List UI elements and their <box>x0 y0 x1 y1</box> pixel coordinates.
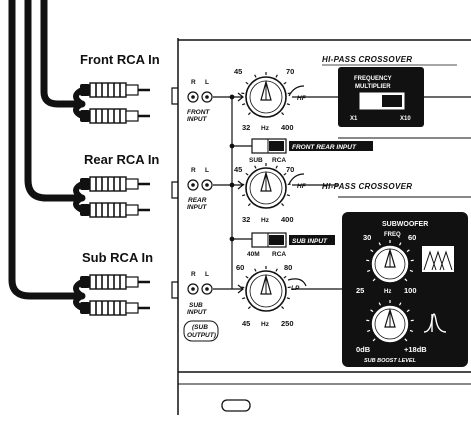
sub-plug-r <box>80 274 150 290</box>
front-scale-high: 400 <box>281 123 294 132</box>
front-plug-l <box>80 108 150 124</box>
front-scale-unit: Hz <box>261 125 270 132</box>
front-input-label-2: INPUT <box>187 116 208 123</box>
sub-jack-l-label: L <box>205 271 209 278</box>
rear-crossover: HI-PASS CROSSOVER 45 70 32 Hz 400 HF <box>234 163 412 224</box>
rear-scale-low: 32 <box>242 215 250 224</box>
front-jack-r-label: R <box>191 79 196 86</box>
sub-freq-knob[interactable] <box>366 240 414 284</box>
sub-jack-r-label: R <box>191 271 196 278</box>
sub-switch-left: 40M <box>247 251 260 258</box>
sub-response-icon <box>422 246 454 272</box>
front-knob-max-label: 70 <box>286 67 294 76</box>
front-slope-icon <box>288 85 305 97</box>
rear-plug-r <box>80 176 150 192</box>
front-knob-min-label: 45 <box>234 67 242 76</box>
signal-flow-lines <box>213 92 338 294</box>
sub-input-label-2: INPUT <box>187 309 208 316</box>
front-slope-label: HF <box>297 95 307 102</box>
panel-slot <box>221 399 251 412</box>
rear-input-label: REAR <box>188 197 207 204</box>
sub-freq-max: 60 <box>408 233 416 242</box>
lp-slope-label: LP <box>291 285 300 292</box>
rear-scale-unit: Hz <box>261 217 270 224</box>
rear-slope-label: HF <box>297 183 307 190</box>
boost-caption: SUB BOOST LEVEL <box>364 358 417 364</box>
front-rca-in-label: Front RCA In <box>80 52 160 67</box>
front-scale-low: 32 <box>242 123 250 132</box>
front-rear-caption-box: FRONT REAR INPUT <box>289 141 373 151</box>
rear-freq-knob[interactable] <box>241 163 291 209</box>
sub-input-label: SUB <box>189 302 203 309</box>
lp-knob-max-label: 80 <box>284 263 292 272</box>
sub-input-switch[interactable] <box>251 232 287 248</box>
subwoofer-panel: SUBWOOFER 30 FREQ 60 25 Hz 100 0dB +18dB… <box>342 212 468 367</box>
subwoofer-title: SUBWOOFER <box>382 221 428 228</box>
frequency-multiplier-switch[interactable] <box>359 92 405 110</box>
rear-input-jacks[interactable]: R L REAR INPUT <box>187 167 213 211</box>
sub-switch-caption: SUB INPUT <box>292 238 328 245</box>
amplifier-panel <box>177 38 471 415</box>
freq-x1-label: X1 <box>350 116 358 122</box>
sub-rca-in-label: Sub RCA In <box>82 250 153 265</box>
sub-input-jacks[interactable]: R L SUB INPUT (SUB OUTPUT) <box>183 271 219 342</box>
front-input-label: FRONT <box>187 109 210 116</box>
sub-freq-high: 100 <box>404 286 417 295</box>
rear-section-title: HI-PASS CROSSOVER <box>322 182 412 191</box>
lp-freq-knob[interactable] <box>241 266 291 312</box>
front-input-jacks[interactable]: R L FRONT INPUT <box>187 79 213 123</box>
front-rear-switch-right: RCA <box>272 157 286 164</box>
rear-knob-min-label: 45 <box>234 165 242 174</box>
sub-lowpass: 60 80 45 Hz 250 LP <box>236 263 307 328</box>
rca-cables <box>8 0 86 311</box>
sub-freq-min: 30 <box>363 233 371 242</box>
rca-plugs <box>80 82 150 316</box>
lp-knob-min-label: 60 <box>236 263 244 272</box>
rear-rca-in-label: Rear RCA In <box>84 152 159 167</box>
sub-boost-knob[interactable] <box>366 300 414 344</box>
panel-tabs <box>171 87 178 299</box>
sub-output-label-2: OUTPUT) <box>187 332 216 339</box>
front-freq-knob[interactable] <box>241 72 291 118</box>
frequency-multiplier-box: FREQUENCY MULTIPLIER X1 X10 <box>338 67 424 127</box>
rear-slope-icon <box>288 173 305 185</box>
sub-freq-low: 25 <box>356 286 364 295</box>
sub-input-caption-box: SUB INPUT <box>289 235 335 245</box>
sub-freq-label: FREQ <box>384 232 401 238</box>
front-jack-l-label: L <box>205 79 209 86</box>
front-section-title: HI-PASS CROSSOVER <box>322 55 412 64</box>
freq-box-line1: FREQUENCY <box>354 76 392 82</box>
rear-jack-l-label: L <box>205 167 209 174</box>
boost-curve-icon <box>423 313 447 333</box>
front-rear-switch-caption: FRONT REAR INPUT <box>292 144 357 151</box>
sub-freq-unit: Hz <box>384 289 391 295</box>
rear-knob-max-label: 70 <box>286 165 294 174</box>
lp-slope-icon <box>287 278 307 287</box>
lp-scale-high: 250 <box>281 319 294 328</box>
rear-jack-r-label: R <box>191 167 196 174</box>
rear-input-label-2: INPUT <box>187 204 208 211</box>
lp-scale-unit: Hz <box>261 321 270 328</box>
sub-plug-l <box>80 300 150 316</box>
sub-switch-right: RCA <box>272 251 286 258</box>
front-plug-r <box>80 82 150 98</box>
front-rear-input-switch[interactable] <box>251 138 287 154</box>
boost-min: 0dB <box>356 345 371 354</box>
boost-max: +18dB <box>404 345 427 354</box>
front-crossover: HI-PASS CROSSOVER 45 70 32 Hz 400 HF FRE… <box>234 55 471 132</box>
lp-scale-low: 45 <box>242 319 250 328</box>
freq-x10-label: X10 <box>400 116 411 122</box>
rear-plug-l <box>80 202 150 218</box>
front-rear-switch-left: SUB <box>249 157 263 164</box>
sub-output-label: (SUB <box>192 324 208 331</box>
rear-scale-high: 400 <box>281 215 294 224</box>
freq-box-line2: MULTIPLIER <box>355 84 391 90</box>
